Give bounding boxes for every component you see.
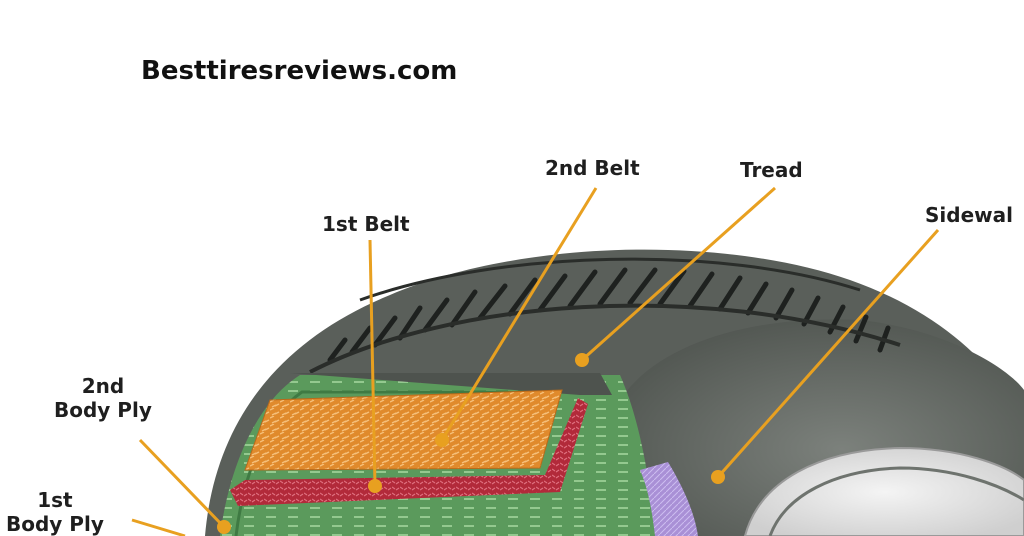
label-2nd-belt: 2nd Belt [545,156,640,180]
site-title: Besttiresreviews.com [141,56,458,86]
label-sidewall-text: Sidewal [925,203,1013,227]
label-tread-text: Tread [740,158,803,182]
tread-grooves [327,267,891,363]
red-belt-layer [230,398,588,506]
label-2nd-body-ply: 2nd Body Ply [54,374,152,422]
label-tread: Tread [740,158,803,182]
label-1st-body-ply-line1: 1st [37,488,73,512]
label-1st-body-ply: 1st Body Ply [6,488,104,536]
label-2nd-body-ply-line2: Body Ply [54,398,152,422]
label-1st-body-ply-line2: Body Ply [6,512,104,536]
label-1st-belt: 1st Belt [322,212,410,236]
wheel-rim [743,446,1024,536]
leader-dots [217,353,725,534]
label-sidewall: Sidewal [925,203,1013,227]
label-2nd-belt-text: 2nd Belt [545,156,640,180]
label-1st-belt-text: 1st Belt [322,212,410,236]
leader-lines [131,186,940,536]
orange-belt-layer [244,389,563,471]
label-2nd-body-ply-line1: 2nd [81,374,125,398]
cut-face-purple-liner [640,462,698,536]
